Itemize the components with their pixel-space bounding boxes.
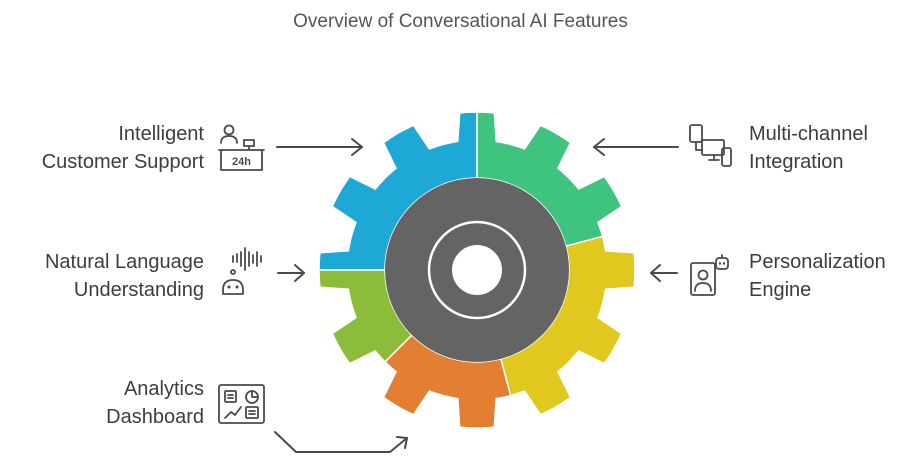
feature-intelligent-customer-support: Intelligent Customer Support <box>42 123 205 173</box>
arrow-customer-support <box>276 138 363 156</box>
customer-support-24h-icon: 24h <box>218 124 265 171</box>
svg-text:24h: 24h <box>232 156 251 168</box>
feature-natural-language-understanding: Natural Language Understanding <box>45 251 204 301</box>
feature-analytics-dashboard: Analytics Dashboard <box>106 378 204 428</box>
gear-hub-hole <box>452 245 502 295</box>
diagram-title: Overview of Conversational AI Features <box>293 11 628 32</box>
voice-robot-icon <box>222 247 262 295</box>
analytics-dashboard-icon <box>218 384 265 424</box>
feature-label-line2: Integration <box>749 151 844 173</box>
personalized-profile-icon <box>690 254 729 296</box>
feature-label-line1: Intelligent <box>118 123 204 145</box>
gear <box>318 111 636 429</box>
arrow-analytics <box>274 431 408 453</box>
arrow-multi-channel <box>593 138 679 156</box>
feature-label-line1: Multi-channel <box>749 123 868 145</box>
feature-label-line1: Natural Language <box>45 251 204 273</box>
multi-device-icon <box>689 124 732 167</box>
feature-label-line2: Dashboard <box>106 406 204 428</box>
arrow-personalization <box>650 264 678 282</box>
gear-core-ring <box>427 220 527 320</box>
feature-multi-channel-integration: Multi-channel Integration <box>749 123 868 173</box>
feature-label-line2: Understanding <box>74 279 204 301</box>
arrow-natural-language <box>277 264 305 282</box>
feature-label-line2: Customer Support <box>42 151 205 173</box>
feature-label-line2: Engine <box>749 279 811 301</box>
feature-label-line1: Analytics <box>124 378 204 400</box>
feature-personalization-engine: Personalization Engine <box>749 251 886 301</box>
feature-label-line1: Personalization <box>749 251 886 273</box>
